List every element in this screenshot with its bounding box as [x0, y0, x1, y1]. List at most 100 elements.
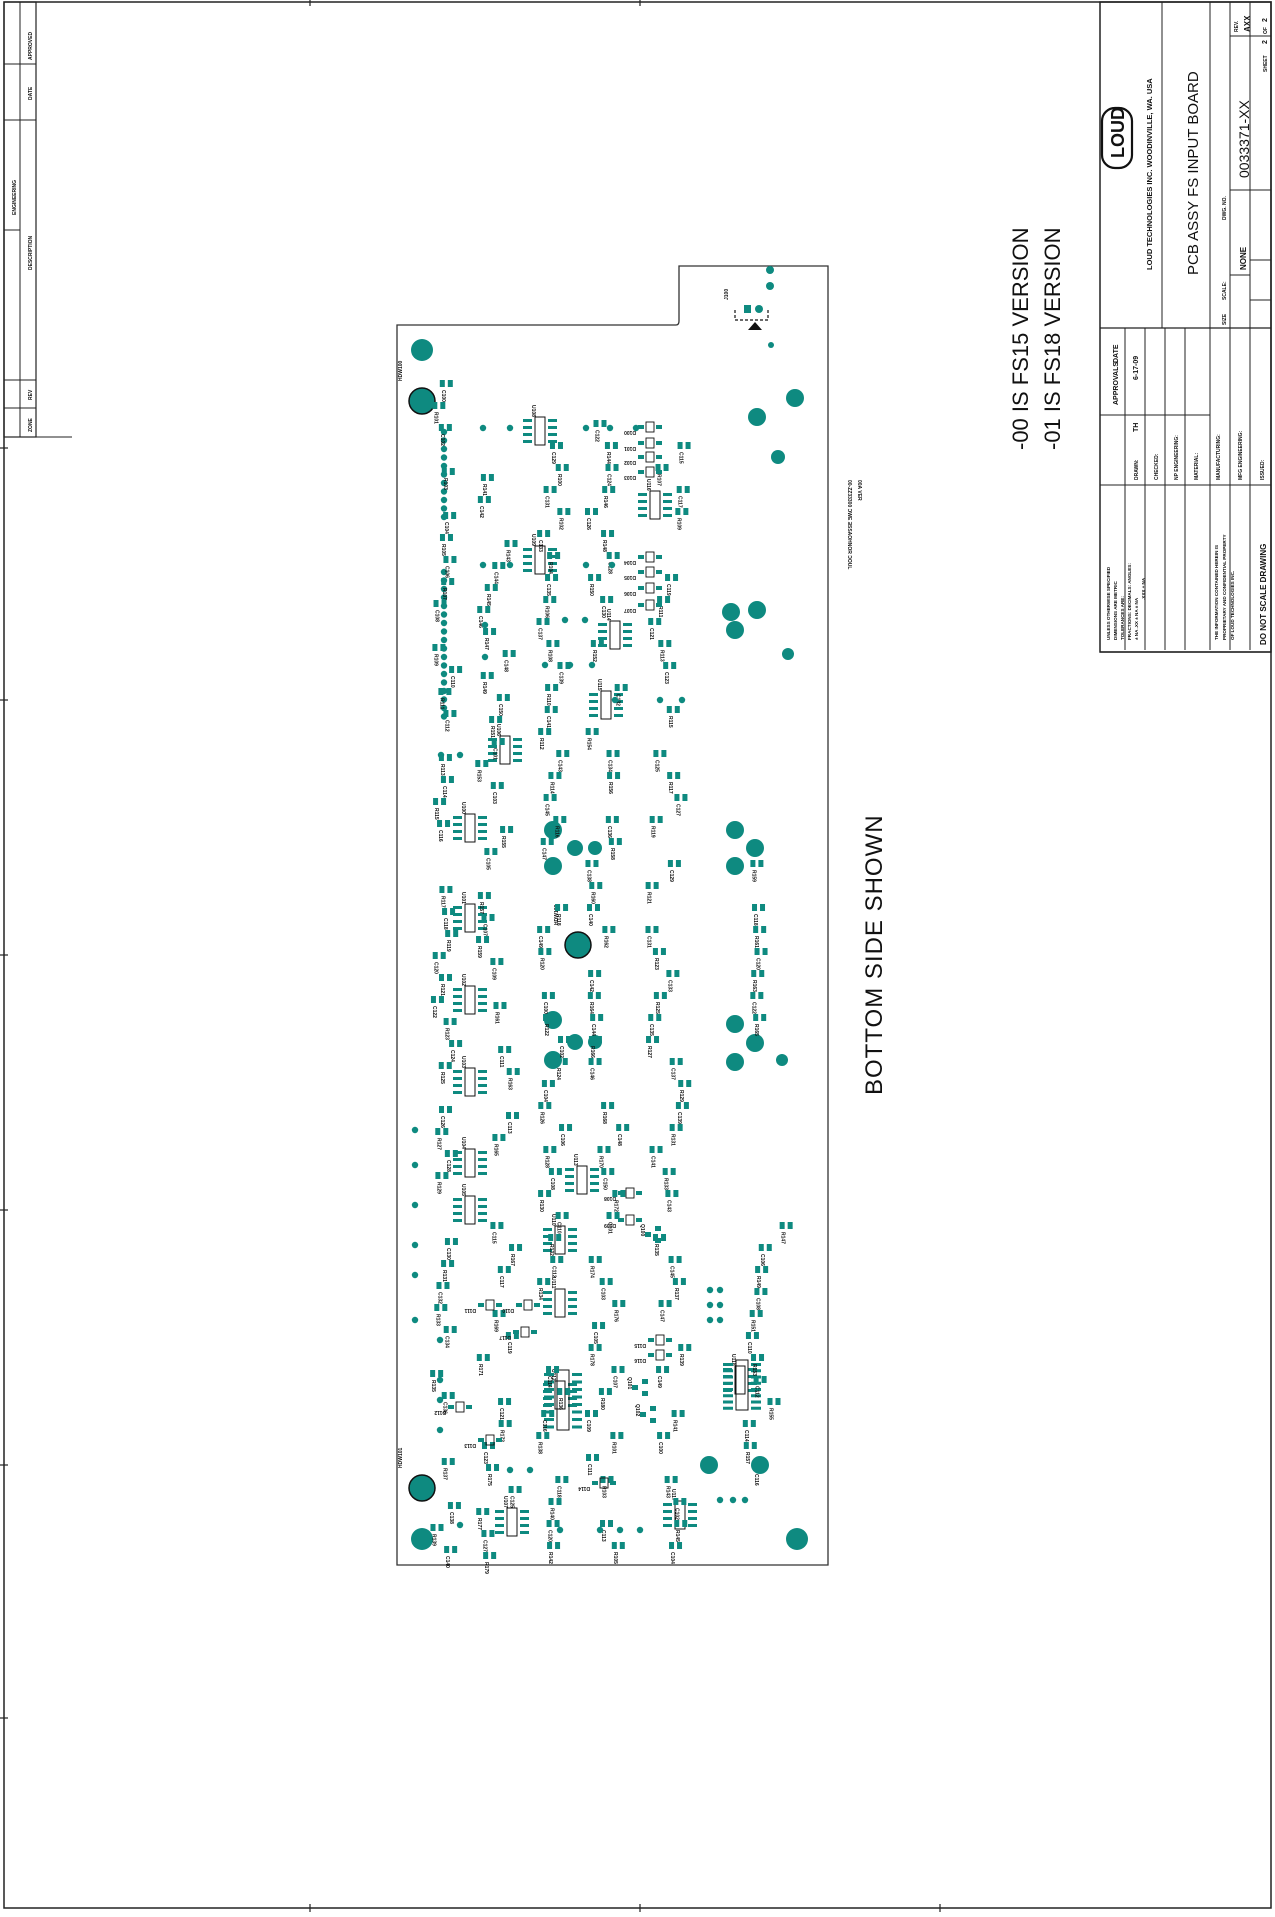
passive-pad: [559, 1124, 565, 1131]
header-via: [440, 488, 448, 495]
mounting-hole-label: HDW101: [398, 1447, 404, 1468]
passive-pad: [513, 1332, 519, 1339]
passive-pad: [508, 1486, 514, 1493]
passive-pad: [549, 1410, 555, 1417]
passive-pad: [762, 1288, 768, 1295]
ic-pad: [572, 1403, 582, 1406]
ic-body: [554, 1380, 566, 1410]
passive-label: R164: [588, 1002, 594, 1014]
passive-pad: [544, 618, 550, 625]
diode-pad: [478, 1438, 484, 1442]
passive-pad: [668, 1256, 674, 1263]
passive-label: C106: [559, 1134, 565, 1146]
passive-pad: [554, 640, 560, 647]
hole-pad: [726, 857, 744, 875]
passive-pad: [488, 474, 494, 481]
passive-pad: [601, 420, 607, 427]
ic-pad: [614, 693, 623, 696]
transistor-pad: [650, 1418, 656, 1423]
ic-pad: [544, 1380, 554, 1384]
ic-pad: [688, 1517, 697, 1520]
diode-body: [645, 566, 655, 578]
passive-pad: [656, 1014, 662, 1021]
passive-label: R147: [780, 1232, 786, 1244]
ic-body: [534, 545, 546, 575]
passive-pad: [440, 776, 446, 783]
diode-pad: [638, 570, 644, 574]
small-via: [481, 653, 489, 661]
passive-pad: [551, 486, 557, 493]
ic-pad: [453, 1205, 462, 1208]
passive-pad: [666, 1300, 672, 1307]
passive-label: C123: [663, 672, 669, 684]
passive-label: C114: [546, 1376, 552, 1388]
passive-pad: [538, 1190, 544, 1197]
passive-label: R118: [555, 914, 561, 926]
ic-pad: [478, 1158, 487, 1161]
diode-pad: [618, 1191, 624, 1195]
passive-pad: [441, 1392, 447, 1399]
ic-pad: [590, 1182, 599, 1185]
passive-pad: [685, 442, 691, 449]
passive-label: C150: [601, 1178, 607, 1190]
passive-pad: [601, 1102, 607, 1109]
small-via: [582, 424, 590, 432]
diode-pad: [656, 555, 662, 559]
passive-pad: [514, 1112, 520, 1119]
passive-pad: [616, 1124, 622, 1131]
passive-label: R109: [675, 518, 681, 530]
passive-pad: [762, 948, 768, 955]
ic-label: U117: [670, 1489, 676, 1501]
small-via: [636, 1526, 644, 1534]
passive-pad: [596, 1344, 602, 1351]
passive-pad: [585, 728, 591, 735]
passive-pad: [610, 1432, 616, 1439]
passive-label: R125: [654, 1002, 660, 1014]
passive-label: R134: [537, 1288, 543, 1300]
passive-pad: [498, 958, 504, 965]
passive-pad: [484, 1354, 490, 1361]
passive-label: R141: [481, 484, 487, 496]
passive-pad: [562, 1058, 568, 1065]
passive-pad: [563, 464, 569, 471]
passive-pad: [517, 1244, 523, 1251]
ic-pad: [589, 700, 598, 703]
passive-pad: [506, 1068, 512, 1075]
diode-label: D107: [624, 607, 636, 613]
rev-description-label: DESCRIPTION: [28, 235, 34, 270]
passive-pad: [616, 838, 622, 845]
hole-pad: [782, 648, 794, 660]
passive-pad: [551, 596, 557, 603]
ic-pad: [523, 440, 532, 443]
passive-pad: [608, 1476, 614, 1483]
transistor-pad: [642, 1379, 648, 1384]
hole-pad: [411, 1528, 433, 1550]
ic-pad: [572, 1395, 582, 1399]
passive-pad: [653, 926, 659, 933]
company-name: LOUD TECHNOLOGIES INC. WOODINVILLE, WA. …: [1145, 78, 1154, 270]
passive-pad: [447, 1106, 453, 1113]
hole-pad: [748, 408, 766, 426]
passive-pad: [551, 1014, 557, 1021]
passive-pad: [752, 904, 758, 911]
passive-pad: [753, 1014, 759, 1021]
passive-label: C102: [673, 1508, 679, 1520]
passive-label: C127: [674, 804, 680, 816]
ic-pad: [453, 830, 462, 833]
passive-label: R174: [589, 1266, 595, 1278]
passive-label: C109: [490, 968, 496, 980]
passive-pad: [670, 1168, 676, 1175]
passive-pad: [484, 936, 490, 943]
passive-pad: [451, 710, 457, 717]
ic-pad: [751, 1363, 761, 1366]
passive-pad: [506, 1420, 512, 1427]
ic-body: [534, 416, 546, 446]
header-via: [440, 585, 448, 593]
passive-pad: [649, 1146, 655, 1153]
passive-pad: [653, 750, 659, 757]
scale-value: NONE: [1239, 246, 1248, 270]
passive-pad: [585, 1410, 591, 1417]
ic-pad: [478, 837, 487, 840]
passive-pad: [433, 600, 439, 607]
ic-pad: [520, 1531, 529, 1534]
